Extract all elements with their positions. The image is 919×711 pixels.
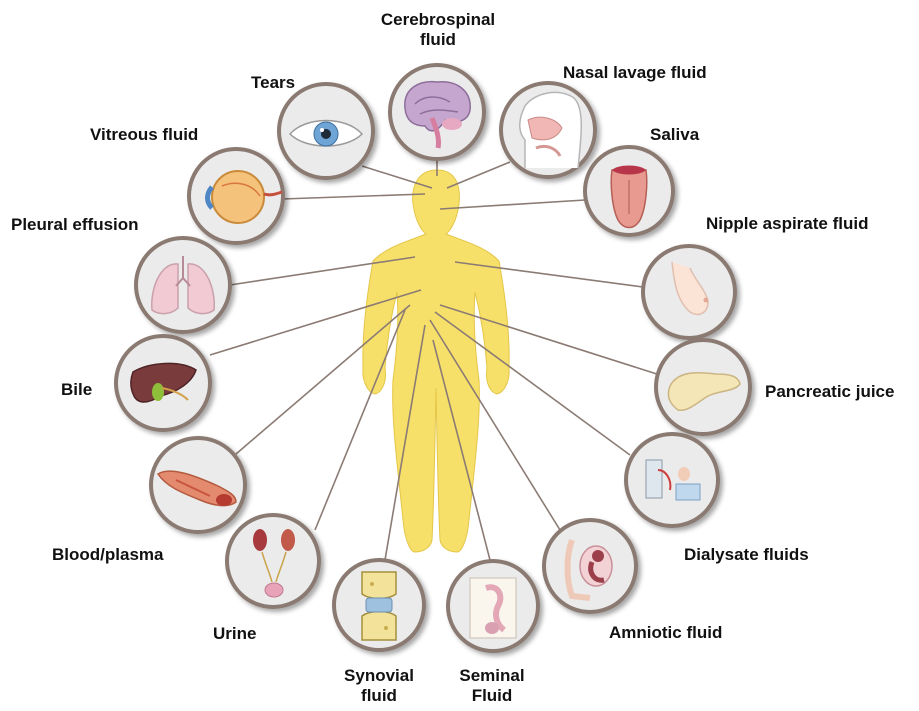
circle-csf [390, 65, 484, 159]
label-nipple-aspirate: Nipple aspirate fluid [706, 214, 868, 234]
label-csf-line2: fluid [360, 30, 516, 50]
label-bile: Bile [61, 380, 92, 400]
label-vitreous: Vitreous fluid [90, 125, 198, 145]
label-synovial-line1: Synovial [325, 666, 433, 686]
circle-nasal [501, 83, 595, 177]
knee-joint-icon [362, 572, 396, 640]
circle-urine [227, 515, 319, 607]
label-urine: Urine [213, 624, 256, 644]
label-tears: Tears [251, 73, 295, 93]
label-csf: Cerebrospinal fluid [360, 10, 516, 50]
circle-dialysate [626, 434, 718, 526]
circle-pleural [136, 238, 230, 332]
label-saliva: Saliva [650, 125, 699, 145]
male-reproductive-icon [470, 578, 516, 638]
circle-blood [151, 438, 245, 532]
connector-urine [315, 310, 405, 530]
circle-tears [279, 84, 373, 178]
circle-nipple [643, 246, 735, 338]
label-pancreatic: Pancreatic juice [765, 382, 894, 402]
circle-amniotic [544, 520, 636, 612]
label-nasal-lavage: Nasal lavage fluid [563, 63, 707, 83]
label-seminal-line1: Seminal [438, 666, 546, 686]
circle-bile [116, 336, 210, 430]
circle-pancreatic [656, 340, 750, 434]
label-seminal-line2: Fluid [438, 686, 546, 706]
connector-saliva [440, 200, 585, 209]
circle-synovial [334, 560, 424, 650]
label-synovial-line2: fluid [325, 686, 433, 706]
circle-saliva [585, 147, 673, 235]
label-dialysate: Dialysate fluids [684, 545, 809, 565]
label-pleural-effusion: Pleural effusion [11, 215, 139, 235]
label-synovial: Synovial fluid [325, 666, 433, 706]
connector-vitreous [282, 194, 425, 199]
tongue-icon [611, 166, 647, 228]
head-profile-icon [520, 92, 582, 168]
label-blood-plasma: Blood/plasma [52, 545, 163, 565]
circle-vitreous [189, 149, 283, 243]
label-amniotic: Amniotic fluid [609, 623, 722, 643]
label-csf-line1: Cerebrospinal [360, 10, 516, 30]
connector-nasal [447, 162, 510, 188]
label-seminal: Seminal Fluid [438, 666, 546, 706]
circle-seminal [448, 561, 538, 651]
